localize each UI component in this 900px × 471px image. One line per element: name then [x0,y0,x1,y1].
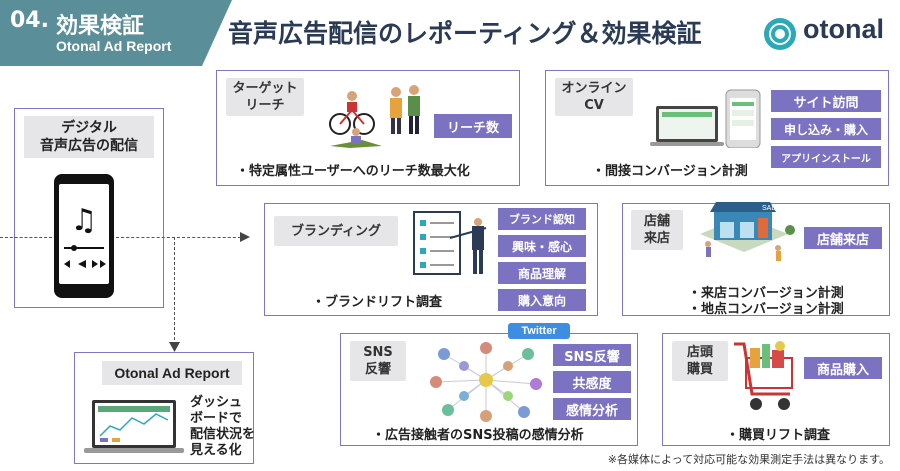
dashboard-laptop-icon [84,400,184,453]
chip-apply-purchase: 申し込み・購入 [771,118,881,140]
svg-text:SALE: SALE [762,205,780,212]
bullet-store-visit-2: ・地点コンバージョン計測 [688,302,844,317]
chip-store-visit: 店舗来店 [804,227,882,249]
bullet-branding: ・ブランドリフト調査 [312,295,443,310]
footnote: ※各媒体によって対応可能な効果測定手法は異なります。 [607,453,890,466]
tag-store-visit: 店舗 来店 [631,210,683,250]
chip-product-understanding: 商品理解 [498,262,586,284]
devices-illustration-icon [650,89,761,148]
header-banner-wedge [202,0,232,66]
bullet-online-cv: ・間接コンバージョン計測 [592,164,748,179]
bullet-store-visit-1: ・来店コンバージョン計測 [688,286,844,301]
section-title: 効果検証 [56,14,145,39]
delivery-label: デジタル 音声広告の配信 [24,116,154,158]
tag-target-reach: ターゲット リーチ [226,78,304,116]
checklist-illustration-icon [413,211,487,275]
smartphone-icon: ♫ [54,174,114,298]
chip-brand-awareness: ブランド認知 [498,208,586,230]
tag-store-purchase: 店頭 購買 [672,341,728,381]
chip-app-install: アプリインストール [771,146,881,168]
store-illustration-icon: SALE [700,202,795,261]
tag-branding: ブランディング [274,216,398,246]
header-banner [0,0,202,66]
otonal-logo-icon [764,18,796,50]
chip-sns-response: SNS反響 [553,344,631,366]
chip-interest: 興味・感心 [498,235,586,257]
bullet-store-purchase: ・購買リフト調査 [726,428,831,443]
chip-product-purchase: 商品購入 [804,357,882,379]
chip-sentiment-analysis: 感情分析 [553,398,631,420]
social-network-illustration-icon [430,342,542,422]
arrow-right-icon [240,232,250,242]
twitter-badge: Twitter [508,323,570,339]
shopping-cart-icon [734,341,793,410]
bullet-sns: ・広告接触者のSNS投稿の感情分析 [372,428,584,443]
bullet-reach: ・特定属性ユーザーへのリーチ数最大化 [236,164,470,179]
report-description: ダッシュ ボードで 配信状況を 見える化 [190,395,256,458]
tag-sns: SNS 反響 [350,341,406,381]
chip-empathy: 共感度 [553,371,631,393]
svg-text:♫: ♫ [71,203,98,238]
people-illustration-icon [329,85,420,148]
page-title: 音声広告配信のレポーティング＆効果検証 [228,19,702,48]
section-subtitle: Otonal Ad Report [56,38,172,54]
section-number: 04. [10,8,49,33]
connector-line-down [174,237,175,345]
connector-line-in [0,237,52,238]
connector-line-out [116,237,246,238]
report-label: Otonal Ad Report [102,361,242,385]
otonal-logo-text: otonal [803,14,884,44]
chip-site-visit: サイト訪問 [771,90,881,112]
chip-purchase-intent: 購入意向 [498,289,586,311]
arrow-down-icon [169,342,180,352]
chip-reach-count: リーチ数 [434,114,512,138]
tag-online-cv: オンライン CV [555,78,633,116]
